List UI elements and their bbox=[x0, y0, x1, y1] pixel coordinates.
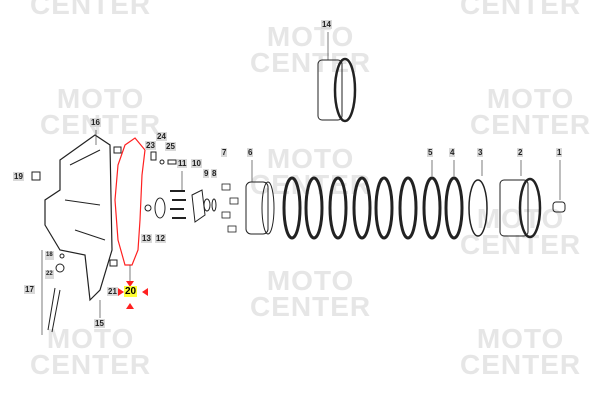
part-label[interactable]: 11 bbox=[177, 159, 188, 168]
part-label[interactable]: 4 bbox=[449, 148, 456, 157]
part-label[interactable]: 19 bbox=[13, 172, 24, 181]
part-label[interactable]: 13 bbox=[141, 234, 152, 243]
watermark-text: CENTER bbox=[460, 0, 582, 20]
watermark-text: MOTO bbox=[486, 83, 575, 114]
watermark-text: MOTO bbox=[266, 265, 355, 296]
part-label[interactable]: 12 bbox=[155, 234, 166, 243]
watermark-text: CENTER bbox=[470, 109, 592, 140]
watermark-text: CENTER bbox=[460, 349, 582, 380]
watermark-text: MOTO bbox=[46, 323, 135, 354]
watermark-text: CENTER bbox=[30, 0, 152, 20]
part-label[interactable]: 6 bbox=[247, 148, 254, 157]
part-label[interactable]: 18 bbox=[45, 251, 54, 260]
part-label[interactable]: 14 bbox=[321, 20, 332, 29]
part-label[interactable]: 16 bbox=[90, 118, 101, 127]
part-label[interactable]: 25 bbox=[165, 142, 176, 151]
watermark-text: MOTO bbox=[266, 21, 355, 52]
part-label[interactable]: 17 bbox=[24, 285, 35, 294]
part-label[interactable]: 9 bbox=[203, 169, 210, 178]
part-label-selected[interactable]: 20 bbox=[124, 286, 138, 297]
watermark-text: MOTO bbox=[476, 323, 565, 354]
watermark-text: CENTER bbox=[250, 291, 372, 322]
gasket-highlight bbox=[114, 137, 146, 266]
clutch-disc bbox=[282, 176, 302, 240]
selection-arrow-icon bbox=[142, 288, 148, 296]
clutch-disc bbox=[422, 176, 442, 240]
watermark-text: MOTO bbox=[56, 83, 145, 114]
part-label[interactable]: 1 bbox=[556, 148, 563, 157]
selection-arrow-icon bbox=[126, 303, 134, 309]
part-label[interactable]: 23 bbox=[145, 141, 156, 150]
part-label[interactable]: 5 bbox=[427, 148, 434, 157]
part-label[interactable]: 15 bbox=[94, 319, 105, 328]
watermark: CENTER bbox=[30, 0, 152, 20]
clutch-disc bbox=[304, 176, 324, 240]
clutch-disc bbox=[398, 176, 418, 240]
clutch-disc bbox=[328, 176, 348, 240]
part-label[interactable]: 21 bbox=[107, 287, 118, 296]
selection-arrow-icon bbox=[118, 288, 124, 296]
watermark-text: CENTER bbox=[30, 349, 152, 380]
part-label[interactable]: 3 bbox=[477, 148, 484, 157]
clutch-disc bbox=[352, 176, 372, 240]
clutch-disc bbox=[444, 176, 464, 240]
clutch-disc bbox=[374, 176, 394, 240]
part-label[interactable]: 8 bbox=[211, 169, 218, 178]
part-label[interactable]: 22 bbox=[45, 270, 54, 279]
watermark-text: MOTO bbox=[266, 143, 355, 174]
part-label[interactable]: 7 bbox=[221, 148, 228, 157]
part-label[interactable]: 24 bbox=[156, 132, 167, 141]
part-label[interactable]: 10 bbox=[191, 159, 202, 168]
crankcase-cover bbox=[44, 134, 113, 302]
part-label[interactable]: 2 bbox=[517, 148, 524, 157]
selection-arrow-icon bbox=[126, 281, 134, 287]
watermark: CENTER bbox=[460, 0, 582, 20]
